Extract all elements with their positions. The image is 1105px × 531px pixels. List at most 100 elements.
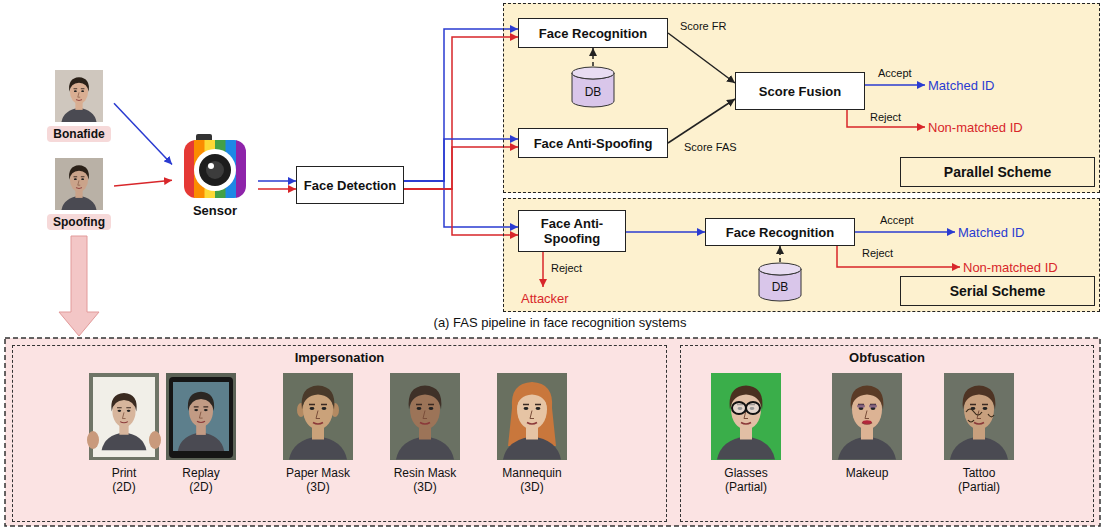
edge-label: Reject bbox=[870, 111, 901, 124]
face-photo bbox=[838, 386, 896, 460]
node-label: Face Detection bbox=[304, 178, 396, 193]
cylinder-top bbox=[572, 67, 614, 79]
sample-photo: Print (2D) bbox=[88, 373, 160, 495]
sample-photo: Spoofing bbox=[44, 158, 114, 232]
edge-label: Accept bbox=[878, 67, 912, 80]
sample-photo: Resin Mask (3D) bbox=[383, 373, 467, 495]
node-label: DB bbox=[772, 280, 789, 294]
node-label: Glasses (Partial) bbox=[716, 466, 776, 494]
edge-label: Reject bbox=[551, 262, 582, 275]
connector bbox=[404, 139, 518, 181]
node-label: Face Recognition bbox=[539, 26, 647, 41]
photo-ground bbox=[55, 158, 103, 210]
photo-ground bbox=[711, 373, 781, 460]
node-label: Face Anti- Spoofing bbox=[525, 216, 619, 246]
connector bbox=[626, 231, 705, 233]
face-photo bbox=[950, 386, 1008, 460]
attack-panel bbox=[5, 338, 1100, 526]
node-label: Bonafide bbox=[47, 126, 110, 142]
node-label: Matched ID bbox=[958, 225, 1024, 240]
face-photo bbox=[61, 77, 96, 122]
node-label: Impersonation bbox=[13, 350, 666, 365]
result-label: Non-matched ID bbox=[925, 118, 1045, 136]
process-box: Face Recognition bbox=[518, 18, 668, 48]
big-arrow bbox=[59, 236, 99, 336]
result-label: Matched ID bbox=[925, 76, 1020, 94]
camera-ring bbox=[194, 149, 236, 191]
face-photo bbox=[178, 392, 224, 451]
connector bbox=[114, 103, 172, 164]
connector bbox=[404, 147, 518, 189]
photo-ground bbox=[832, 373, 902, 460]
hand bbox=[149, 431, 161, 449]
database-cylinder: DB bbox=[758, 262, 802, 302]
node-label: Score Fusion bbox=[759, 84, 841, 99]
node-label: Tattoo (Partial) bbox=[949, 466, 1009, 494]
node-label: Spoofing bbox=[47, 214, 111, 230]
scheme-region: Parallel Scheme Face RecognitionDB Face An… bbox=[503, 3, 1100, 193]
tattoo bbox=[966, 409, 994, 422]
process-box: Face Recognition bbox=[705, 218, 855, 246]
edge-label: Score FAS bbox=[684, 141, 737, 154]
photo-ground bbox=[497, 373, 567, 460]
node-label: Obfuscation bbox=[681, 350, 1093, 365]
node-label: Sensor bbox=[193, 204, 237, 218]
node-label: Makeup bbox=[846, 466, 889, 480]
connector bbox=[258, 180, 296, 182]
printed-paper bbox=[93, 377, 155, 457]
node-label: Face Anti-Spoofing bbox=[534, 136, 653, 151]
sample-photo: Glasses (Partial) bbox=[704, 373, 788, 495]
node-label: Replay (2D) bbox=[176, 466, 226, 494]
photo-ground bbox=[390, 373, 460, 460]
photo-ground bbox=[89, 373, 159, 460]
connector bbox=[258, 188, 296, 190]
connector bbox=[668, 33, 735, 83]
process-box: Score Fusion bbox=[735, 72, 865, 110]
cylinder-top bbox=[759, 263, 801, 275]
face-photo bbox=[503, 386, 561, 460]
camera-stripe bbox=[184, 140, 195, 198]
result-label: Attacker bbox=[518, 287, 598, 309]
sample-photo: Paper Mask (3D) bbox=[276, 373, 360, 495]
node-label: Serial Scheme bbox=[900, 276, 1095, 306]
eye-shadow bbox=[857, 404, 865, 408]
node-label: Paper Mask (3D) bbox=[281, 466, 356, 494]
node-label: Attacker bbox=[521, 291, 569, 306]
edge-label: Reject bbox=[862, 247, 893, 260]
sensor-icon: Sensor bbox=[172, 138, 258, 226]
node-label: Matched ID bbox=[928, 78, 994, 93]
node-label: Resin Mask (3D) bbox=[389, 466, 461, 494]
process-box: Face Detection bbox=[296, 166, 404, 204]
lens-glint bbox=[208, 163, 214, 169]
connector bbox=[668, 99, 735, 143]
process-box: Face Anti- Spoofing bbox=[518, 210, 626, 252]
photo-ground bbox=[283, 373, 353, 460]
sample-photo: Mannequin (3D) bbox=[490, 373, 574, 495]
connector bbox=[855, 231, 955, 233]
hand bbox=[87, 431, 99, 449]
camera-lens bbox=[199, 154, 231, 186]
database-cylinder: DB bbox=[571, 66, 615, 108]
face-photo bbox=[289, 386, 347, 460]
sample-photo: Makeup bbox=[825, 373, 909, 495]
connector bbox=[404, 37, 518, 189]
connector bbox=[592, 48, 594, 66]
eye-shadow bbox=[869, 404, 877, 408]
connector bbox=[404, 29, 518, 181]
glasses bbox=[732, 402, 746, 414]
scheme-region: Serial Scheme Face Anti- Spoofing Face Rec… bbox=[503, 198, 1100, 312]
node-label: DB bbox=[585, 85, 602, 99]
connector bbox=[837, 246, 960, 267]
process-box: Face Anti-Spoofing bbox=[518, 128, 668, 158]
node-label: Print (2D) bbox=[103, 466, 145, 494]
node-label: Parallel Scheme bbox=[900, 157, 1095, 187]
attack-group: ImpersonationPrint (2D) Replay (2D) Paper … bbox=[12, 345, 667, 522]
camera-lens bbox=[206, 161, 224, 179]
tablet bbox=[169, 377, 233, 458]
attack-group: ObfuscationGlasses (Partial) Makeup Tattoo… bbox=[680, 345, 1094, 522]
sample-photo: Tattoo (Partial) bbox=[937, 373, 1021, 495]
connector bbox=[404, 189, 518, 235]
sample-photo: Replay (2D) bbox=[165, 373, 237, 495]
glasses bbox=[746, 402, 760, 414]
